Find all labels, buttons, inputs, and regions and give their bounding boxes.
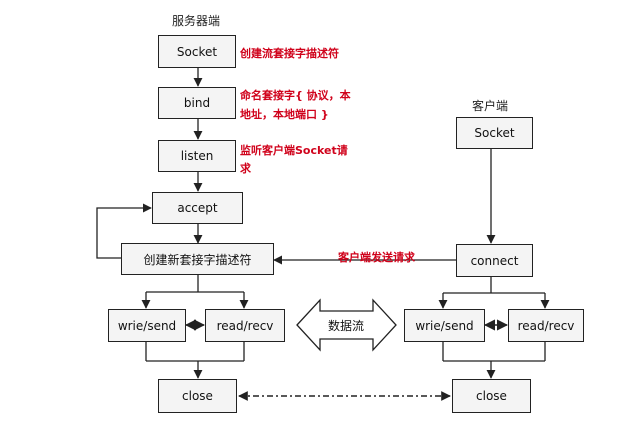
bind-note-line1: 命名套接字{ 协议，本 [240, 89, 351, 102]
client-socket-box: Socket [456, 117, 533, 149]
listen-note-line2: 求 [240, 162, 251, 175]
loop-back-arrow [96, 203, 152, 259]
client-header: 客户端 [472, 99, 509, 113]
server-header: 服务器端 [172, 14, 221, 28]
data-flow-arrow [296, 298, 397, 352]
bind-note-line2: 地址，本地端口 } [240, 108, 329, 121]
socket-note: 创建流套接字描述符 [240, 47, 339, 60]
server-write-send-box: wrie/send [108, 309, 186, 342]
listen-box: listen [158, 140, 236, 172]
connect-box: connect [456, 244, 533, 277]
server-close-box: close [158, 379, 237, 413]
server-socket-box: Socket [158, 35, 236, 68]
client-write-send-box: wrie/send [404, 309, 485, 342]
bind-box: bind [158, 87, 236, 119]
server-read-recv-box: read/recv [205, 309, 285, 342]
request-note: 客户端发送请求 [338, 251, 415, 264]
client-close-box: close [452, 379, 531, 413]
client-read-recv-box: read/recv [508, 309, 584, 342]
accept-box: accept [152, 192, 243, 224]
data-flow-label: 数据流 [328, 319, 365, 333]
create-socket-box: 创建新套接字描述符 [121, 243, 274, 275]
listen-note-line1: 监听客户端Socket请 [240, 144, 348, 157]
